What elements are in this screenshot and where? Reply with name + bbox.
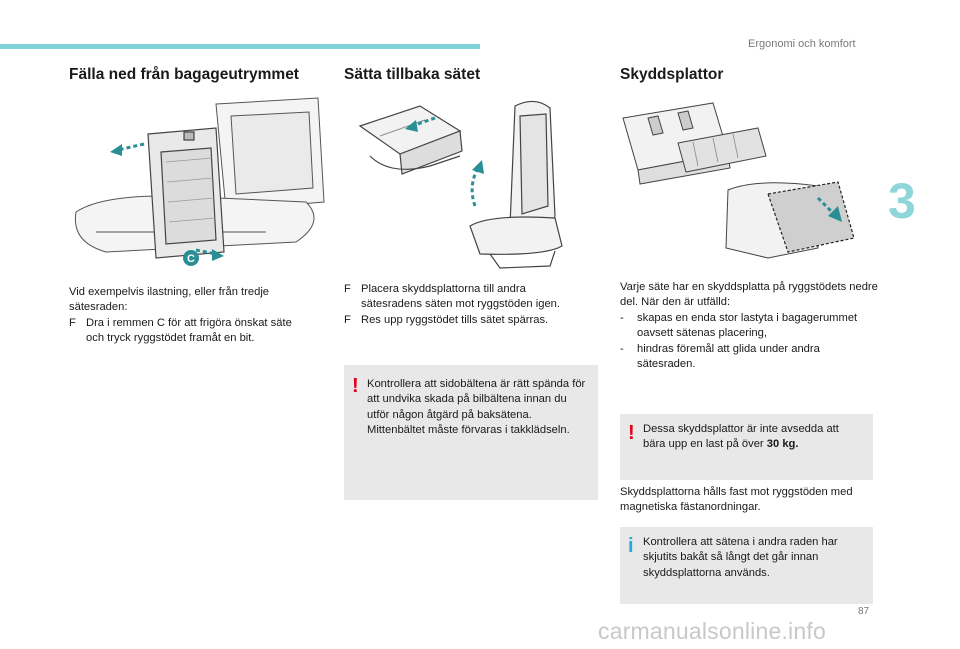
col2-bullet: F Res upp ryggstödet tills sätet spärras… — [344, 313, 584, 328]
col1-text: Vid exempelvis ilastning, eller från tre… — [69, 285, 309, 347]
magnet-text: Skyddsplattorna hålls fast mot ryggstöde… — [620, 486, 853, 514]
heading-reset-seat: Sätta tillbaka sätet — [344, 66, 481, 83]
col3-dash-text: hindras föremål att glida under andra sä… — [637, 342, 820, 371]
col1-bullet-text: Dra i remmen C för att frigöra önskat sä… — [86, 316, 292, 345]
col3-dash: - hindras föremål att glida under andra … — [620, 342, 878, 373]
col3-dash-text: skapas en enda stor lastyta i bagagerumm… — [637, 311, 858, 340]
heading-protective-plates: Skyddsplattor — [620, 66, 724, 83]
bullet-marker: F — [69, 316, 76, 329]
callout-c — [183, 250, 199, 266]
bullet-marker: F — [344, 313, 351, 326]
warning-text-load: Dessa skyddsplattor är inte avsedda att … — [643, 422, 859, 453]
warning-text-belts: Kontrollera att sidobältena är rätt spän… — [367, 378, 586, 437]
watermark: carmanualsonline.info — [598, 618, 826, 644]
col2-bullet-text: Res upp ryggstödet tills sätet spärras. — [361, 313, 549, 326]
warning-load-text: Dessa skyddsplattor är inte avsedda att … — [643, 423, 839, 451]
illustration-fold-seat: C — [74, 97, 325, 266]
illustration-protective-plates — [622, 102, 855, 259]
bullet-marker: F — [344, 283, 351, 295]
dash-marker: - — [620, 342, 624, 355]
section-title: Ergonomi och komfort — [748, 38, 856, 50]
col2-bullet: F Placera skyddsplattorna till andra sät… — [344, 282, 584, 313]
info-icon: i — [628, 535, 634, 557]
illustration-reset-seat — [358, 100, 563, 269]
dash-marker: - — [620, 311, 624, 324]
col3-dash: - skapas en enda stor lastyta i bagageru… — [620, 311, 878, 342]
warning-icon: ! — [628, 422, 635, 444]
arrow-plate — [405, 116, 436, 132]
col1-intro: Vid exempelvis ilastning, eller från tre… — [69, 286, 270, 314]
arrow-forward — [110, 142, 145, 156]
callout-c-label: C — [187, 253, 195, 265]
page-number: 87 — [858, 606, 870, 617]
chapter-number: 3 — [888, 173, 916, 229]
col2-text: F Placera skyddsplattorna till andra sät… — [344, 282, 584, 328]
col3-text: Varje säte har en skyddsplatta på ryggst… — [620, 280, 878, 372]
warning-box-load: ! Dessa skyddsplattor är inte avsedda at… — [620, 414, 873, 480]
arrow-plate-down — [816, 196, 842, 222]
col3-intro: Varje säte har en skyddsplatta på ryggst… — [620, 281, 878, 309]
arrow-strap — [195, 248, 224, 261]
heading-fold-down: Fälla ned från bagageutrymmet — [69, 66, 299, 83]
info-box: i Kontrollera att sätena i andra raden h… — [620, 527, 873, 604]
col1-bullet: F Dra i remmen C för att frigöra önskat … — [69, 316, 309, 347]
warning-box-belts: ! Kontrollera att sidobältena är rätt sp… — [344, 365, 598, 500]
accent-bar — [0, 44, 480, 49]
arrow-raise — [470, 160, 484, 207]
warning-icon: ! — [352, 375, 359, 397]
col2-bullet-text: Placera skyddsplattorna till andra sätes… — [361, 283, 561, 311]
info-text: Kontrollera att sätena i andra raden har… — [643, 536, 838, 579]
warning-load-bold: 30 kg. — [766, 438, 799, 451]
